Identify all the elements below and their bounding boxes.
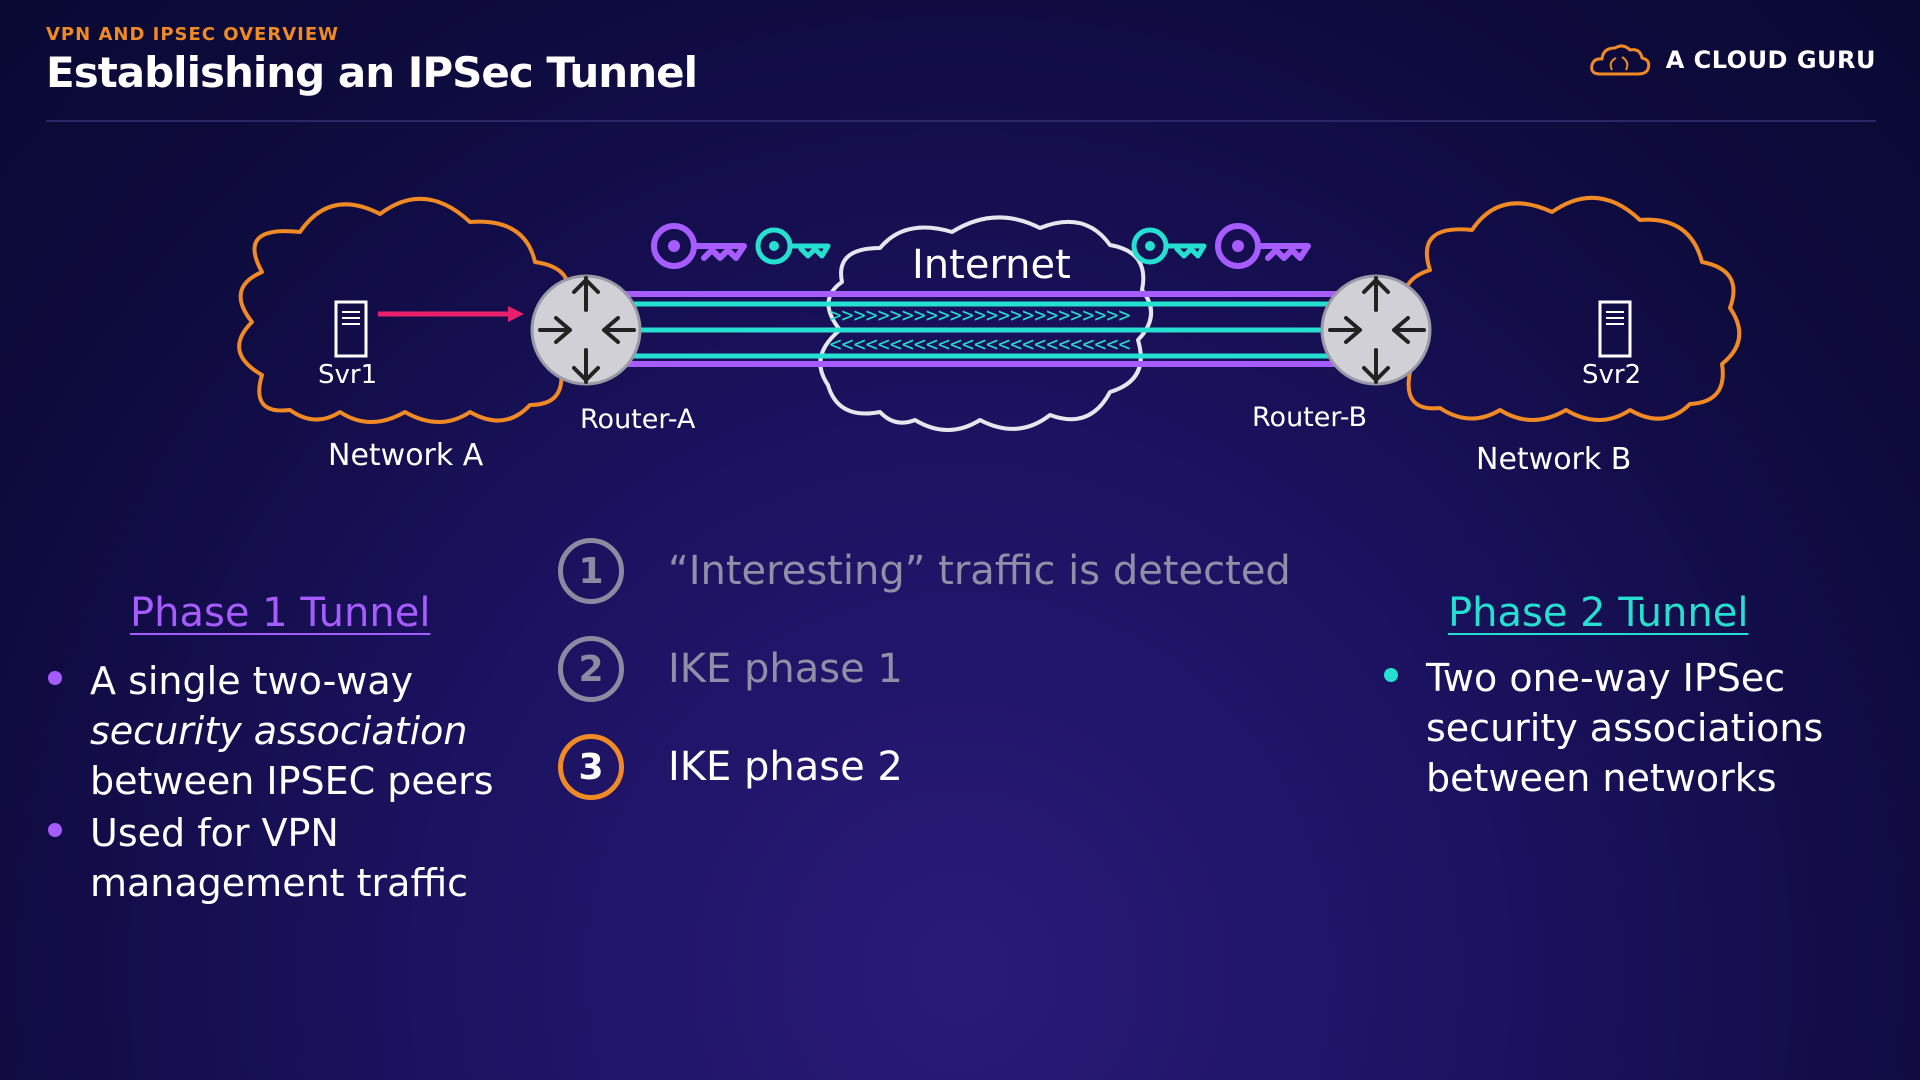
phase1-key-right-icon	[1215, 223, 1311, 269]
list-item: Used for VPN management traffic	[46, 808, 566, 908]
step-2: 2 IKE phase 1	[558, 636, 903, 702]
step-3: 3 IKE phase 2	[558, 734, 903, 800]
step-2-text: IKE phase 1	[668, 646, 903, 692]
network-b-cloud-icon	[1393, 195, 1742, 422]
reverse-traffic-arrows: <<<<<<<<<<<<<<<<<<<<<<<<<	[829, 332, 1130, 356]
brand-logo: A CLOUD GURU	[1588, 40, 1876, 80]
step-1-number: 1	[558, 538, 624, 604]
server-svr1-icon	[334, 300, 368, 358]
phase1-bullet-list: A single two-way security association be…	[46, 656, 566, 910]
router-b-label: Router-B	[1252, 402, 1368, 433]
svr1-label: Svr1	[318, 360, 378, 390]
router-a-label: Router-A	[580, 404, 696, 435]
network-b-label: Network B	[1476, 442, 1632, 477]
phase2-tunnel-title: Phase 2 Tunnel	[1448, 590, 1749, 636]
step-2-number: 2	[558, 636, 624, 702]
traffic-arrow-right-icon	[378, 306, 524, 322]
phase1-tunnel-title: Phase 1 Tunnel	[130, 590, 431, 636]
brand-name: A CLOUD GURU	[1665, 46, 1876, 74]
phase2-bullet-list: Two one-way IPSec security associations …	[1382, 653, 1902, 805]
bullet-dot	[1384, 668, 1398, 682]
network-a-label: Network A	[328, 438, 484, 473]
step-1-text: “Interesting” traffic is detected	[668, 548, 1291, 594]
router-b-icon	[1320, 274, 1432, 386]
step-3-text: IKE phase 2	[668, 744, 903, 790]
router-a-icon	[530, 274, 642, 386]
phase2-key-right-icon	[1131, 227, 1207, 265]
list-item: A single two-way security association be…	[46, 656, 566, 806]
internet-cloud-icon	[818, 215, 1153, 432]
forward-traffic-arrows: >>>>>>>>>>>>>>>>>>>>>>>>>	[829, 303, 1130, 327]
svr2-label: Svr2	[1582, 360, 1642, 390]
page-title: Establishing an IPSec Tunnel	[46, 48, 698, 97]
header-divider	[46, 120, 1876, 122]
step-1: 1 “Interesting” traffic is detected	[558, 538, 1291, 604]
bullet-dot	[48, 671, 62, 685]
step-3-number: 3	[558, 734, 624, 800]
server-svr2-icon	[1598, 300, 1632, 358]
internet-label: Internet	[912, 242, 1071, 288]
list-item: Two one-way IPSec security associations …	[1382, 653, 1902, 803]
network-a-cloud-icon	[237, 196, 579, 424]
phase2-key-left-icon	[755, 227, 831, 265]
phase1-key-left-icon	[651, 223, 747, 269]
header-kicker: VPN AND IPSEC OVERVIEW	[46, 24, 339, 45]
bullet-dot	[48, 823, 62, 837]
cloud-logo-icon	[1589, 44, 1650, 76]
